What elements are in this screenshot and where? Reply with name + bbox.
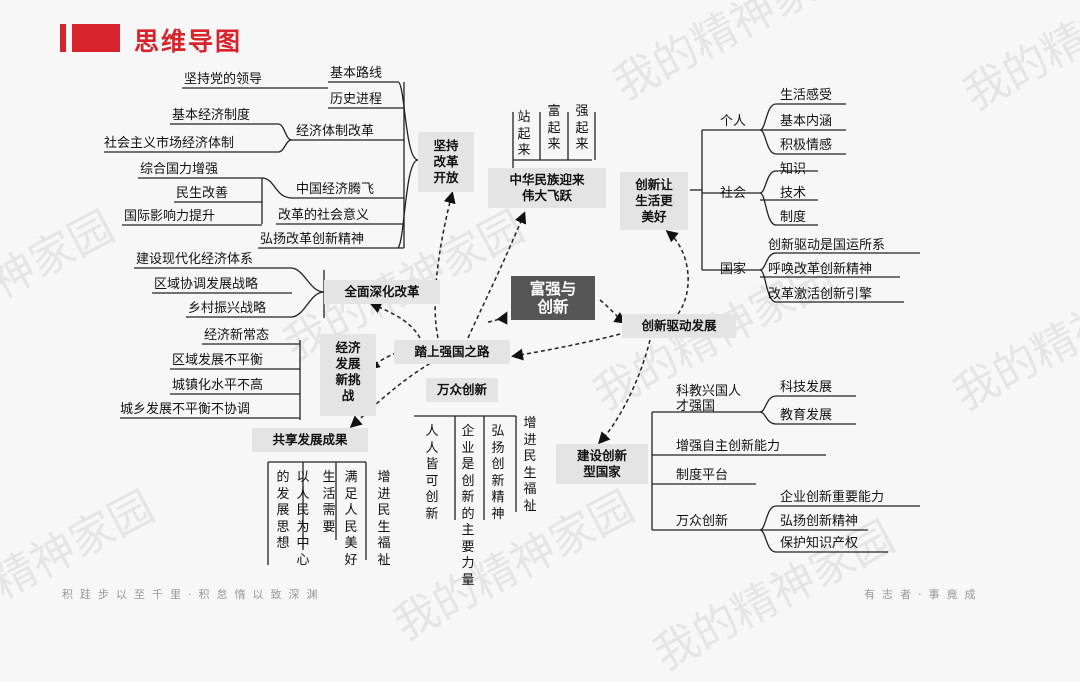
reform-item: 基本路线 xyxy=(330,66,383,81)
life-item: 创新驱动是国运所系 xyxy=(768,238,886,253)
mass-item: 人人皆可创新 xyxy=(425,424,439,522)
reform-sub-item: 基本经济制度 xyxy=(172,108,251,123)
mass-item: 企业是创新的主要力量 xyxy=(461,424,475,588)
build-sub-item: 教育发展 xyxy=(780,408,833,423)
node-rise: 中华民族迎来伟大飞跃 xyxy=(488,168,606,208)
reform-item: 中国经济腾飞 xyxy=(296,182,375,197)
node-mass: 万众创新 xyxy=(426,378,498,402)
build-sub-item: 保护知识产权 xyxy=(780,536,859,551)
central-topic: 富强与 创新 xyxy=(511,276,595,320)
node-build: 建设创新型国家 xyxy=(556,444,648,484)
node-reform-line: 改革 xyxy=(433,154,459,169)
rise-item: 富起来 xyxy=(547,104,561,152)
challenge-item: 城镇化水平不高 xyxy=(172,378,264,393)
reform-sub-item: 国际影响力提升 xyxy=(124,209,216,224)
central-topic-line1: 富强与 xyxy=(529,280,577,298)
rise-item: 站起来 xyxy=(517,110,531,158)
life-group: 国家 xyxy=(720,262,747,277)
mass-item: 弘扬创新精神 xyxy=(491,424,505,522)
node-reform-line: 坚持 xyxy=(433,138,459,153)
reform-item: 历史进程 xyxy=(330,92,383,107)
node-strong-road: 踏上强国之路 xyxy=(394,340,510,364)
share-item: 的发展思想 xyxy=(276,470,290,551)
deepen-item: 建设现代化经济体系 xyxy=(136,252,254,267)
node-life-line: 创新让 xyxy=(635,177,673,192)
node-challenge-line: 战 xyxy=(341,388,355,403)
node-challenge-line: 发展 xyxy=(335,356,361,371)
node-challenge-line: 经济 xyxy=(335,340,361,355)
build-item: 制度平台 xyxy=(676,468,729,483)
node-rise-line: 中华民族迎来 xyxy=(509,172,585,187)
node-build-line: 建设创新 xyxy=(576,448,627,463)
node-build-line: 型国家 xyxy=(583,464,621,479)
life-group: 社会 xyxy=(720,186,747,201)
share-item: 增进民生福祉 xyxy=(377,470,391,568)
reform-sub-item: 民生改善 xyxy=(176,186,229,201)
life-item: 基本内涵 xyxy=(780,114,833,129)
life-group: 个人 xyxy=(720,114,747,129)
node-challenge: 经济发展新挑战 xyxy=(320,334,376,416)
header: 思维导图 xyxy=(0,0,1080,75)
challenge-item: 城乡发展不平衡不协调 xyxy=(120,402,251,417)
deepen-item: 乡村振兴战略 xyxy=(188,301,267,316)
node-rise-line: 伟大飞跃 xyxy=(521,188,572,203)
header-bar-thin xyxy=(60,24,66,52)
reform-sub-item: 坚持党的领导 xyxy=(184,72,263,87)
node-share: 共享发展成果 xyxy=(252,428,368,452)
node-challenge-line: 新挑 xyxy=(335,372,361,387)
mind-map-lines xyxy=(104,81,920,565)
build-item: 万众创新 xyxy=(676,514,729,529)
build-item: 科教兴国人才强国 xyxy=(676,384,742,414)
challenge-item: 经济新常态 xyxy=(204,328,270,343)
footer-motto-left: 积跬步以至千里·积怠惰以致深渊 xyxy=(62,588,325,601)
build-sub-item: 企业创新重要能力 xyxy=(780,490,885,505)
node-life-line: 生活更 xyxy=(635,193,673,208)
share-item: 生活需要 xyxy=(322,470,336,535)
build-item: 增强自主创新能力 xyxy=(676,439,781,454)
header-bar xyxy=(72,24,120,52)
life-item: 技术 xyxy=(780,186,807,201)
node-life-line: 美好 xyxy=(641,209,667,224)
page-title: 思维导图 xyxy=(134,27,243,56)
node-drive: 创新驱动发展 xyxy=(622,314,736,338)
build-sub-item: 科技发展 xyxy=(780,380,833,395)
central-topic-line2: 创新 xyxy=(537,298,569,316)
life-item: 生活感受 xyxy=(780,88,833,103)
life-item: 制度 xyxy=(780,210,807,225)
share-item: 满足人民美好 xyxy=(344,470,358,568)
reform-sub-item: 综合国力增强 xyxy=(140,162,219,177)
deepen-item: 区域协调发展战略 xyxy=(154,277,259,292)
node-reform: 坚持改革开放 xyxy=(418,132,474,192)
challenge-item: 区域发展不平衡 xyxy=(172,353,264,368)
node-reform-line: 开放 xyxy=(433,170,459,185)
reform-item: 弘扬改革创新精神 xyxy=(260,232,365,247)
build-sub-item: 弘扬创新精神 xyxy=(780,514,859,529)
life-item: 改革激活创新引擎 xyxy=(768,287,873,302)
life-item: 积极情感 xyxy=(780,138,833,153)
reform-item: 改革的社会意义 xyxy=(278,208,370,223)
rise-item: 强起来 xyxy=(575,104,589,152)
reform-item: 经济体制改革 xyxy=(296,124,375,139)
mass-item: 增进民生福祉 xyxy=(523,416,537,514)
node-innovate-life: 创新让生活更美好 xyxy=(620,172,688,230)
footer-motto-right: 有志者·事竟成 xyxy=(864,588,983,601)
share-item: 以人民为中心 xyxy=(296,470,310,568)
reform-sub-item: 社会主义市场经济体制 xyxy=(104,136,235,151)
life-item: 呼唤改革创新精神 xyxy=(768,262,873,277)
node-deepen: 全面深化改革 xyxy=(324,280,440,304)
life-item: 知识 xyxy=(780,162,807,177)
